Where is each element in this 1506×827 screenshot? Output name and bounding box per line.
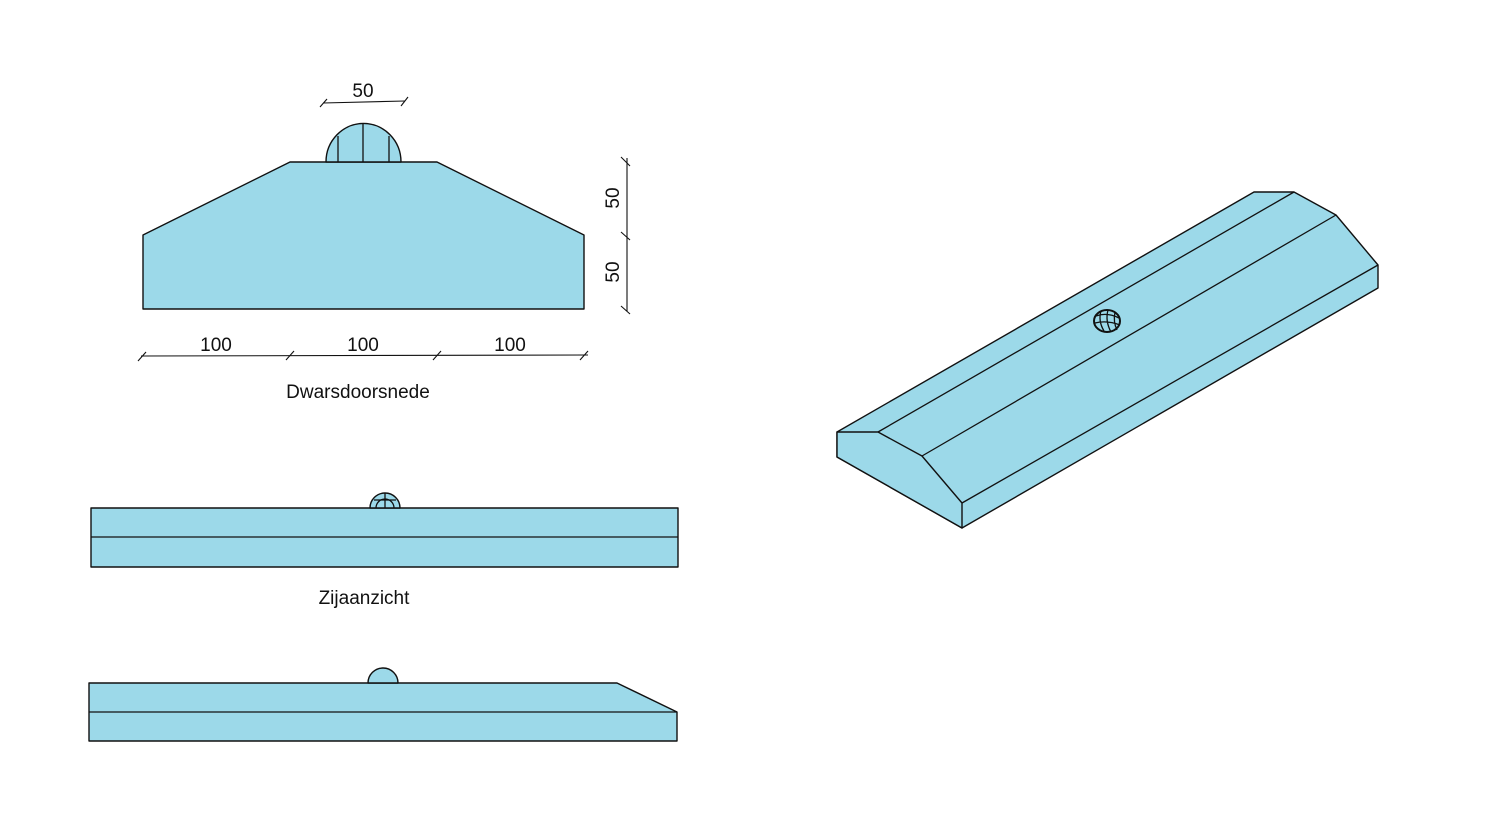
cross-section-body — [142, 161, 585, 310]
cross-section: 50 50 50 100 100 100 Dwarsdoorsnede — [137, 81, 631, 403]
dim-label: 50 — [603, 187, 624, 208]
dim-label: 50 — [352, 81, 373, 102]
dimension-top: 50 — [319, 81, 409, 108]
iso-stud — [1093, 309, 1121, 333]
side-view-caption: Zijaanzicht — [319, 588, 411, 609]
isometric-view — [836, 191, 1379, 529]
dimension-bottom: 100 100 100 — [137, 335, 589, 362]
dim-label: 100 — [200, 335, 232, 356]
iso-edge — [877, 191, 1295, 433]
end-view — [88, 667, 678, 742]
dim-label: 50 — [603, 261, 624, 282]
iso-edge — [961, 264, 1379, 504]
dim-label: 100 — [494, 335, 526, 356]
side-view: Zijaanzicht — [90, 492, 679, 609]
iso-edge — [921, 214, 1337, 457]
end-view-stud — [367, 667, 399, 684]
dimension-right: 50 50 — [603, 156, 631, 315]
cross-section-caption: Dwarsdoorsnede — [286, 382, 430, 403]
dim-label: 100 — [347, 335, 379, 356]
